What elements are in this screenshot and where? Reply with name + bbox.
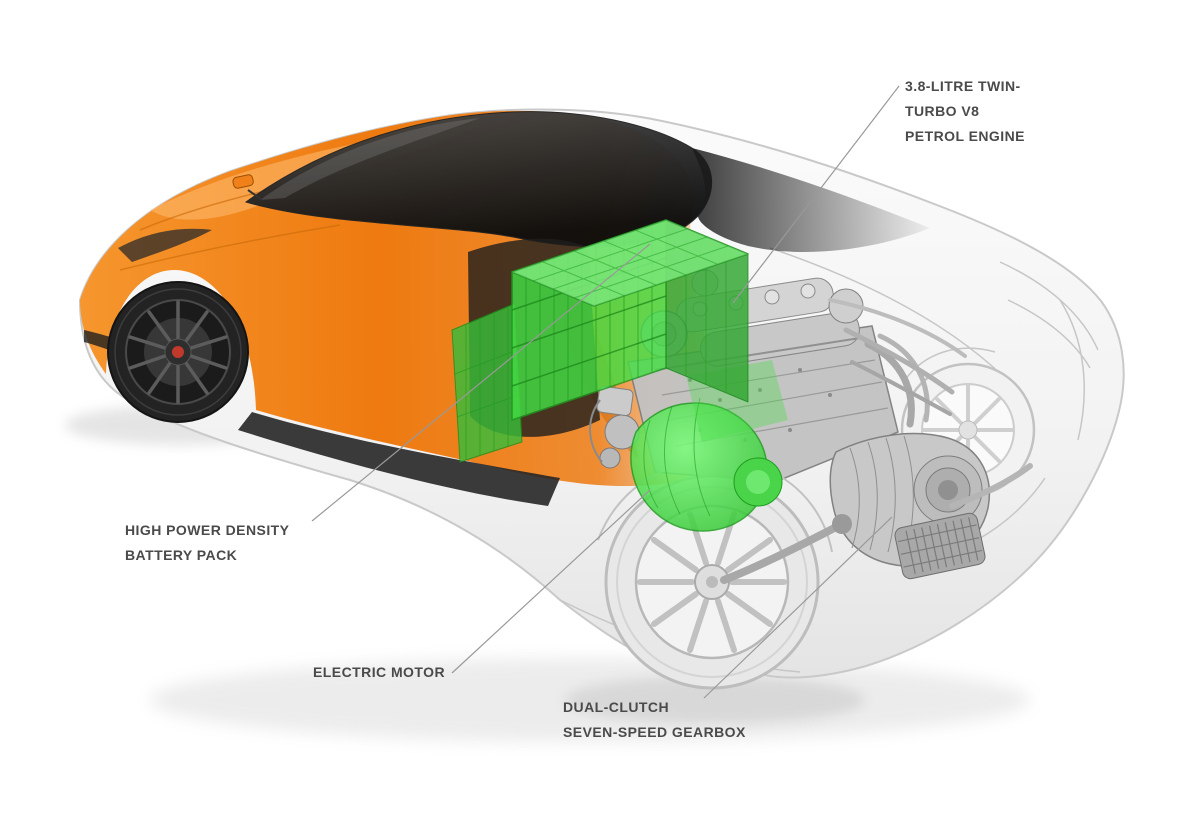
callout-lines <box>311 85 900 699</box>
front-left-wheel <box>107 281 249 423</box>
gearbox <box>829 432 990 580</box>
side-mirror <box>232 174 263 201</box>
driveshafts <box>720 463 1033 584</box>
canopy-glass <box>232 111 712 248</box>
headlight <box>118 228 212 262</box>
battery-pack <box>451 219 749 463</box>
motor-leader-line <box>451 489 651 674</box>
rear-deck-shading <box>692 148 930 252</box>
electric-motor-label: ELECTRIC MOTOR <box>313 664 446 680</box>
engine-label: 3.8-LITRE TWIN- TURBO V8 PETROL ENGINE <box>905 78 1025 144</box>
gearbox-leader-line <box>703 516 893 699</box>
gearbox-cooling-fins <box>894 512 986 580</box>
battery-label: HIGH POWER DENSITY BATTERY PACK <box>125 522 290 563</box>
rear-left-wheel <box>604 474 820 690</box>
gearbox-label: DUAL-CLUTCH SEVEN-SPEED GEARBOX <box>563 699 746 740</box>
engine-leader-line <box>732 85 900 304</box>
side-sill <box>238 412 560 506</box>
battery-leader-line <box>311 243 651 522</box>
